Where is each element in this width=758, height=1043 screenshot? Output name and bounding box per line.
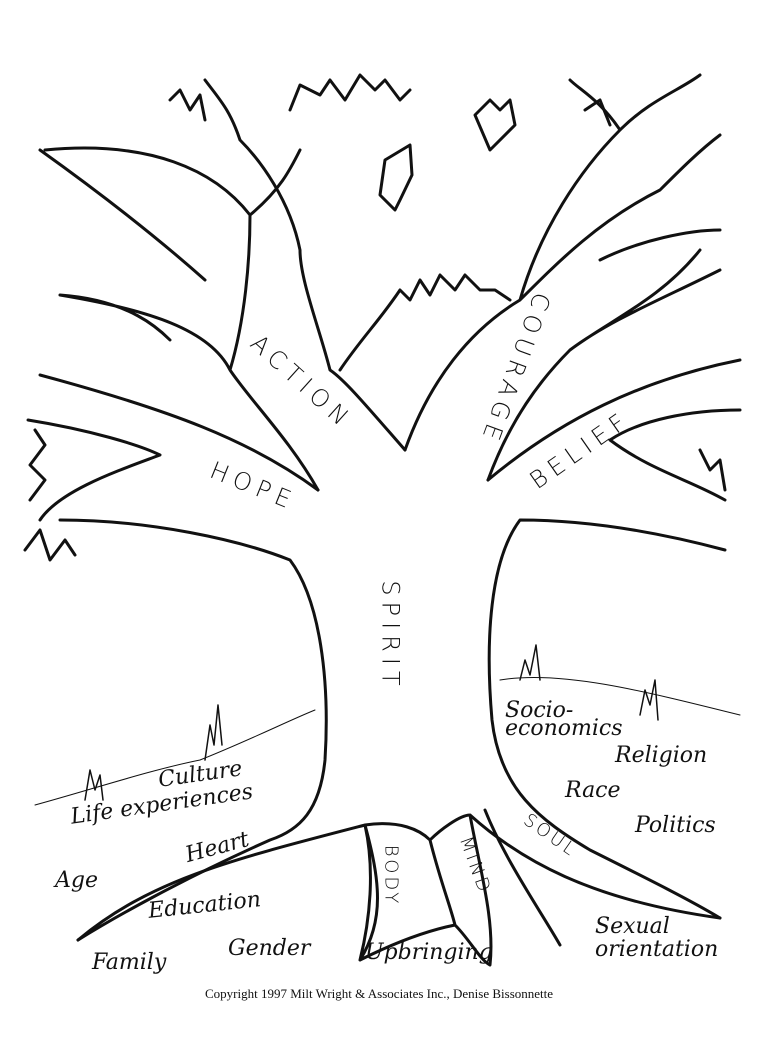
label-body: BODY [380, 844, 402, 907]
label-socio: Socio- [505, 698, 574, 723]
label-politics: Politics [635, 813, 716, 838]
branch-right [403, 73, 722, 482]
copyright-text: Copyright 1997 Milt Wright & Associates … [204, 986, 554, 1001]
label-family: Family [92, 950, 167, 975]
label-orientation: orientation [595, 937, 719, 962]
foliage-center [338, 273, 512, 372]
label-age: Age [55, 868, 98, 893]
label-religion: Religion [615, 743, 708, 768]
leaf-2 [473, 98, 517, 152]
label-economics: economics [505, 716, 623, 741]
label-gender: Gender [228, 936, 311, 961]
trunk-left-outline [26, 373, 328, 942]
leaf-1 [378, 143, 414, 212]
label-race: Race [565, 778, 621, 803]
ground-left [34, 709, 316, 806]
trunk-right-outline [486, 358, 742, 920]
label-sexual: Sexual [595, 914, 670, 939]
ground-right [499, 676, 741, 716]
label-spirit: SPIRIT [376, 580, 405, 692]
foliage-top [23, 73, 727, 562]
roots [76, 808, 722, 967]
label-upbringing: Upbringing [365, 940, 493, 965]
grass [84, 644, 659, 801]
branch-left [38, 78, 407, 492]
